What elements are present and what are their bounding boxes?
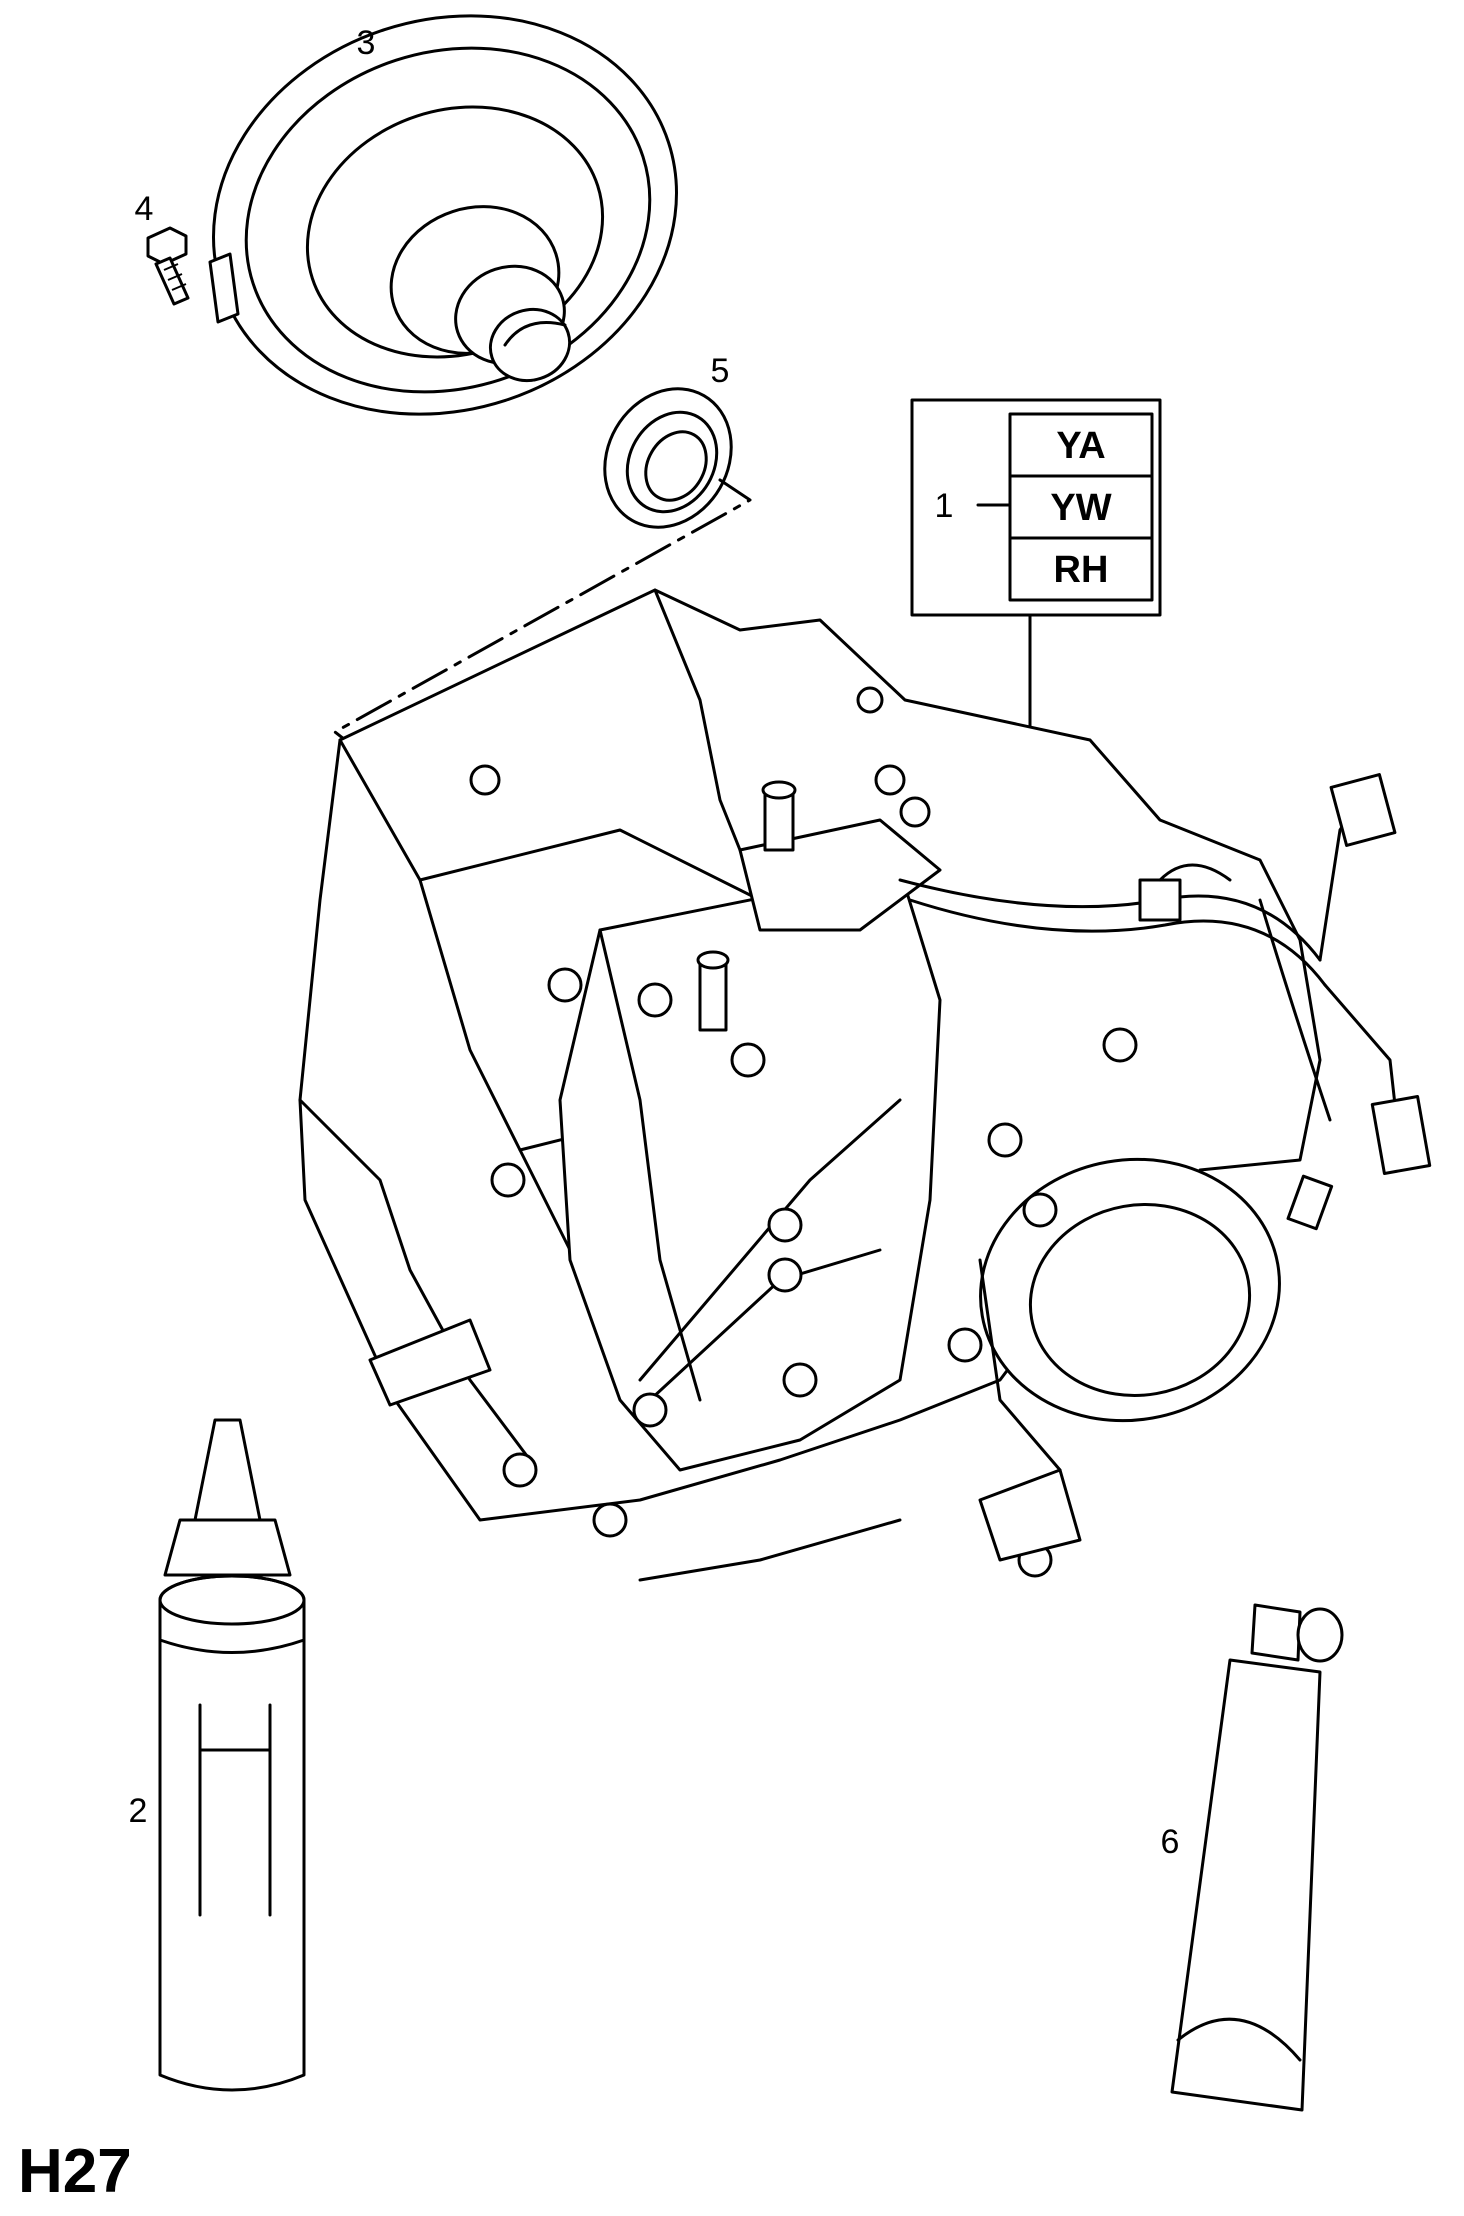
bolt — [146, 226, 190, 306]
callout-2: 2 — [129, 1792, 148, 1830]
callout-3: 3 — [357, 24, 376, 62]
variant-code-panel: YA YW RH — [910, 398, 1162, 782]
page-code: H27 — [18, 2137, 132, 2206]
callout-6: 6 — [1161, 1823, 1180, 1861]
sealant-cartridge — [158, 1418, 306, 2092]
callout-1: 1 — [935, 487, 954, 525]
variant-code-rh: RH — [1054, 549, 1109, 591]
transmission-assembly — [298, 588, 1432, 1582]
variant-code-ya: YA — [1056, 425, 1105, 467]
oil-seal — [603, 387, 733, 529]
grease-tube — [1170, 1603, 1344, 2112]
callout-5: 5 — [711, 352, 730, 390]
variant-code-yw: YW — [1050, 487, 1111, 529]
callout-4: 4 — [135, 190, 154, 228]
torque-converter — [208, 14, 678, 416]
